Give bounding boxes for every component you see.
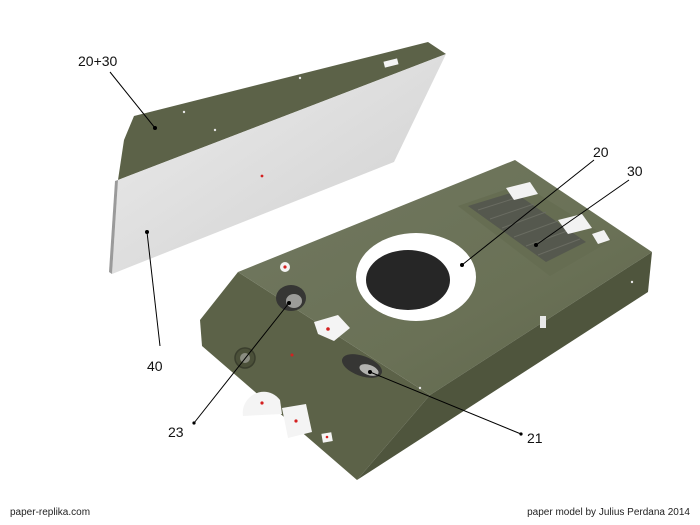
leader-30 [535,179,630,246]
hull-part [200,160,652,480]
callout-20-30: 20+30 [78,53,118,69]
leader-dot [519,432,523,436]
hull-dot [418,386,422,390]
panel-side-shade [109,180,118,274]
red-dot [294,419,298,423]
leader-40 [146,231,161,347]
footer-credit: paper model by Julius Perdana 2014 [527,507,690,518]
leader-dot [145,230,149,234]
hull-front-plate [200,272,430,480]
red-dot [283,265,287,269]
footer-site: paper-replika.com [10,507,91,518]
leader-dots [145,126,538,436]
deck-white-plate [558,214,592,234]
leader-dot [534,243,538,247]
hull-right-side [357,252,652,480]
opening-23-inner [286,294,302,308]
deck-white-plate [506,182,538,200]
callout-20: 20 [593,144,609,160]
red-dot [325,435,329,439]
deck-white-plate [592,230,610,244]
panel-dot [213,128,217,132]
callout-40: 40 [147,358,163,374]
panel-dot [298,76,302,80]
hatch-marking [314,315,350,341]
callout-21: 21 [527,430,543,446]
opening-21-inner [359,364,379,376]
red-dot [326,327,330,331]
panel-part-40 [109,42,446,274]
panel-olive-edge [118,42,446,180]
leader-dot [153,126,157,130]
turret-hole [366,250,450,310]
callout-23: 23 [168,424,184,440]
leader-lines [109,71,630,435]
leader-23 [193,302,290,424]
leader-21 [369,371,522,435]
leader-dot [287,301,291,305]
leader-dot [368,370,372,374]
panel-white-mark [383,58,399,68]
panel-red-dot [260,174,264,178]
hull-dot [630,280,634,284]
panel-white-face [112,54,446,274]
leader-dot [460,263,464,267]
leader-dot [192,421,196,425]
leader-20 [461,159,595,266]
red-dot [290,353,294,357]
engine-grille [468,192,586,262]
callout-30: 30 [627,163,643,179]
red-dot [260,401,264,405]
small-white-plate [540,316,546,328]
panel-dot [182,110,186,114]
leader-20-30 [109,71,156,129]
